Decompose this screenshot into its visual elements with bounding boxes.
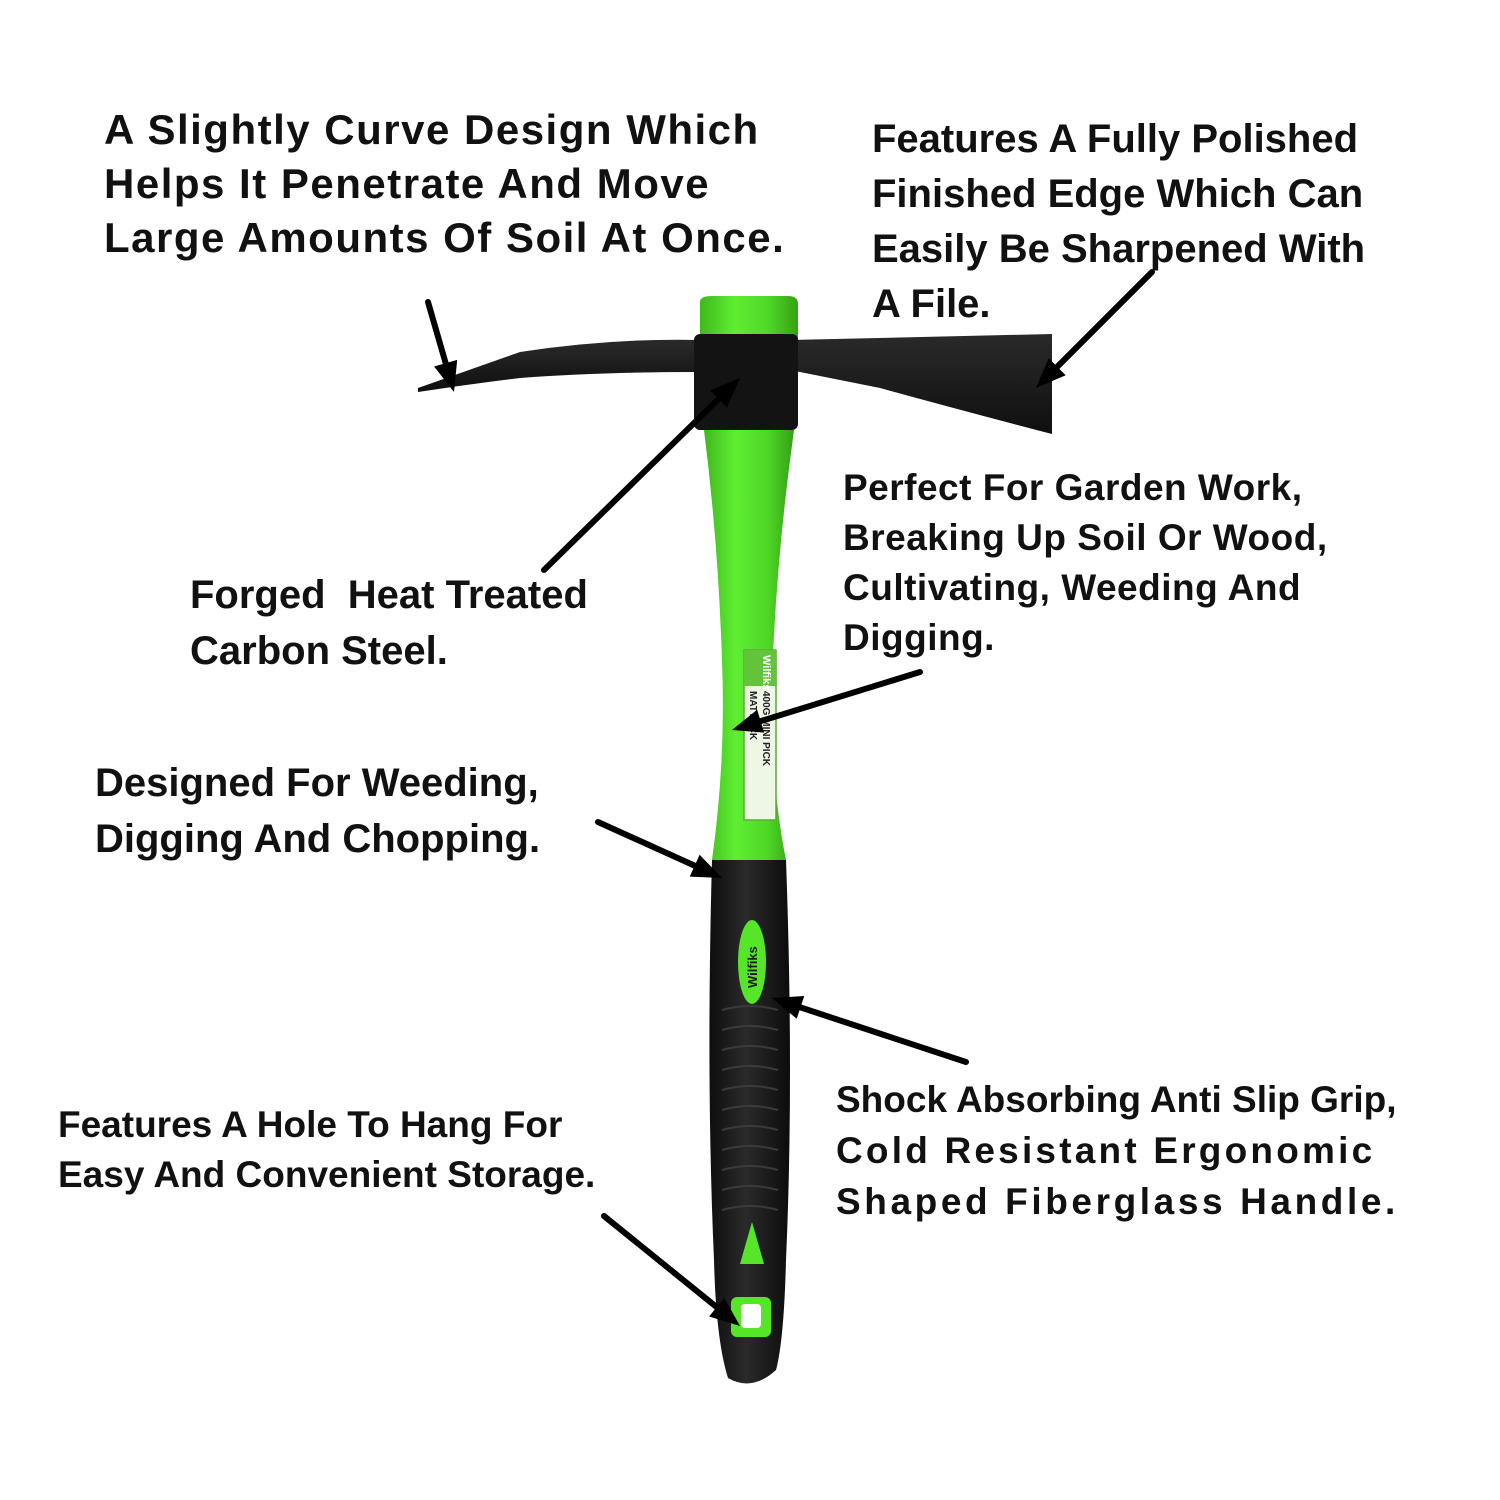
callout-garden-work: Perfect For Garden Work, Breaking Up Soi… — [843, 463, 1328, 663]
handle-grip — [709, 860, 790, 1384]
callout-hang-hole: Features A Hole To Hang For Easy And Con… — [58, 1100, 595, 1200]
callout-arrows — [425, 269, 1155, 1326]
arrow-weeding-head — [689, 854, 722, 878]
arrow-weeding-shaft — [595, 819, 700, 870]
arrow-curve-design-head — [434, 359, 458, 392]
pick-head — [418, 334, 1052, 434]
callout-line: Digging And Chopping. — [95, 817, 541, 861]
callout-line: Forged Heat Treated — [190, 573, 588, 617]
grip-logo-badge — [738, 920, 766, 1004]
arrow-polished-edge-head — [1036, 358, 1066, 388]
hang-hole — [731, 1297, 771, 1337]
callout-line: Finished Edge Which Can — [872, 172, 1364, 216]
callout-line: Helps It Penetrate And Move — [104, 160, 711, 207]
grip-ridges — [721, 1005, 779, 1211]
callout-line: Designed For Weeding, — [95, 761, 539, 805]
callout-line: A Slightly Curve Design Which — [104, 106, 760, 153]
callout-line: Large Amounts Of Soil At Once. — [104, 214, 786, 261]
adze-blade-right — [790, 334, 1052, 434]
pick-blade-left — [418, 339, 700, 392]
callout-curve-design: A Slightly Curve Design Which Helps It P… — [104, 103, 785, 265]
callout-line: Easily Be Sharpened With — [872, 227, 1366, 271]
arrow-garden-work — [732, 669, 923, 733]
callout-line: Shaped Fiberglass Handle. — [836, 1181, 1399, 1222]
pick-head-eye — [694, 334, 798, 430]
callout-weeding: Designed For Weeding, Digging And Choppi… — [95, 755, 540, 867]
arrow-polished-edge — [1036, 269, 1155, 388]
callout-line: Breaking Up Soil Or Wood, — [843, 517, 1328, 558]
grip-logo-text: Wilfiks — [745, 946, 760, 988]
callout-line: Carbon Steel. — [190, 629, 448, 673]
arrow-hang-hole-shaft — [601, 1213, 722, 1312]
callout-line: A File. — [872, 282, 991, 326]
arrow-carbon-steel-shaft — [541, 394, 723, 573]
handle-label-sticker: Wilfiks 400G MINI PICK MATTOCK — [743, 649, 777, 821]
arrow-hang-hole — [601, 1213, 740, 1326]
label-brand: Wilfiks — [760, 655, 772, 690]
arrow-garden-work-head — [732, 709, 765, 733]
callout-carbon-steel: Forged Heat Treated Carbon Steel. — [190, 567, 588, 679]
callout-line: Perfect For Garden Work, — [843, 467, 1303, 508]
callout-line: Features A Fully Polished — [872, 117, 1359, 161]
arrow-polished-edge-shaft — [1052, 269, 1155, 372]
callout-line: Shock Absorbing Anti Slip Grip, — [836, 1079, 1397, 1120]
callout-line: Easy And Convenient Storage. — [58, 1154, 596, 1195]
callout-line: Cold Resistant Ergonomic — [836, 1130, 1376, 1171]
arrow-weeding — [595, 819, 722, 878]
arrow-hang-hole-head — [709, 1297, 740, 1326]
callout-polished-edge: Features A Fully Polished Finished Edge … — [872, 112, 1365, 332]
arrow-grip-shaft — [795, 1003, 969, 1065]
arrow-carbon-steel — [541, 378, 740, 573]
arrow-grip — [772, 996, 969, 1065]
arrow-curve-design-shaft — [425, 299, 450, 369]
arrow-garden-work-shaft — [755, 669, 923, 725]
callout-grip: Shock Absorbing Anti Slip Grip, Cold Res… — [836, 1074, 1399, 1227]
callout-line: Features A Hole To Hang For — [58, 1104, 563, 1145]
arrow-carbon-steel-head — [710, 378, 740, 408]
grip-triangle-accent — [740, 1222, 764, 1264]
callout-line: Cultivating, Weeding And — [843, 567, 1302, 608]
label-line-1: 400G MINI PICK — [760, 691, 771, 767]
arrow-curve-design — [425, 299, 458, 392]
callout-line: Digging. — [843, 617, 995, 658]
arrow-grip-head — [772, 996, 805, 1019]
